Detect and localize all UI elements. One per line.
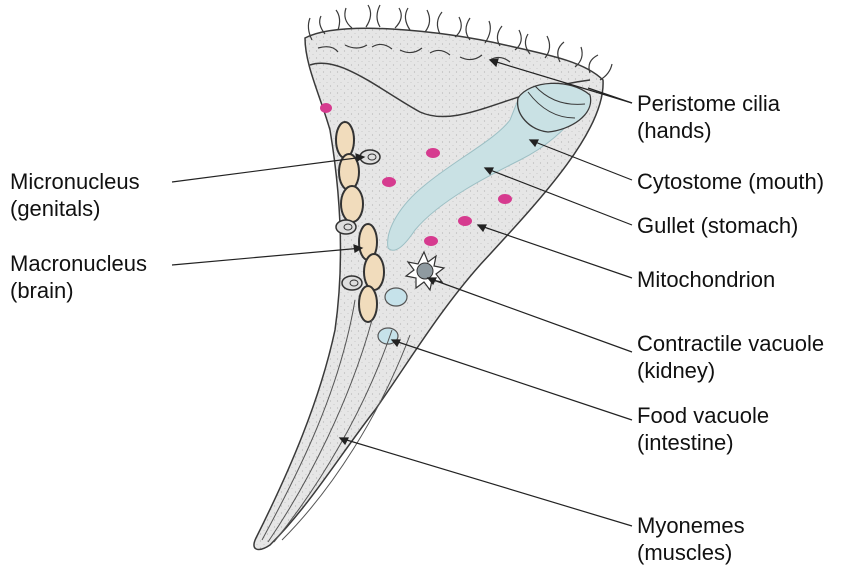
label-mitochondrion: Mitochondrion [637,266,775,293]
label-cytostome-line1: Cytostome (mouth) [637,168,824,195]
label-peristome-line1: Peristome cilia [637,90,780,117]
label-myonemes-line2: (muscles) [637,539,745,566]
label-gullet-line1: Gullet (stomach) [637,212,798,239]
label-contractile-vacuole: Contractile vacuole (kidney) [637,330,824,384]
label-food-vacuole: Food vacuole (intestine) [637,402,769,456]
label-macronucleus: Macronucleus (brain) [10,250,147,304]
label-peristome-line2: (hands) [637,117,780,144]
label-micronucleus-line1: Micronucleus [10,168,140,195]
label-gullet: Gullet (stomach) [637,212,798,239]
label-micronucleus: Micronucleus (genitals) [10,168,140,222]
label-macronucleus-line1: Macronucleus [10,250,147,277]
label-peristome-cilia: Peristome cilia (hands) [637,90,780,144]
label-cytostome: Cytostome (mouth) [637,168,824,195]
label-food-line1: Food vacuole [637,402,769,429]
label-contractile-line2: (kidney) [637,357,824,384]
label-micronucleus-line2: (genitals) [10,195,140,222]
label-contractile-line1: Contractile vacuole [637,330,824,357]
label-macronucleus-line2: (brain) [10,277,147,304]
label-food-line2: (intestine) [637,429,769,456]
label-myonemes: Myonemes (muscles) [637,512,745,566]
label-myonemes-line1: Myonemes [637,512,745,539]
label-mitochondrion-line1: Mitochondrion [637,266,775,293]
